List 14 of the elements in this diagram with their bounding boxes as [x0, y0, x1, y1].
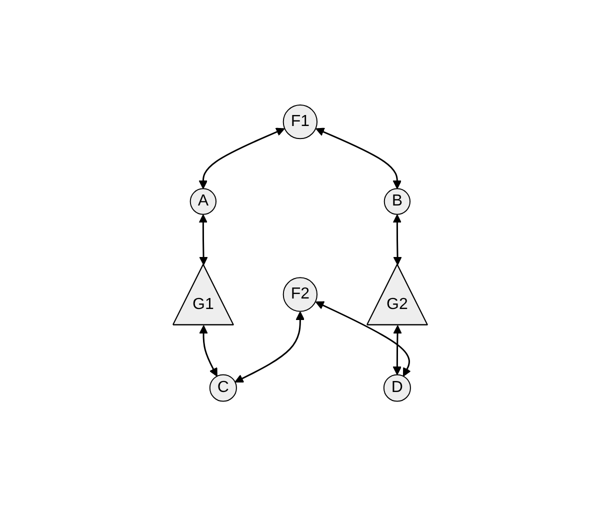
node-circle: F2: [282, 277, 318, 312]
arrow: [198, 325, 218, 376]
arrow: [392, 325, 402, 375]
arrow: [392, 214, 402, 266]
node-circle: F1: [282, 104, 318, 140]
arrow: [315, 301, 411, 376]
node-circle: C: [209, 374, 237, 402]
node-circle: A: [190, 188, 216, 215]
arrow: [198, 214, 208, 266]
arrow: [234, 311, 304, 382]
arrow: [198, 128, 285, 189]
node-circle: D: [383, 374, 411, 402]
arrow: [315, 128, 402, 189]
node-circle: B: [384, 188, 410, 215]
